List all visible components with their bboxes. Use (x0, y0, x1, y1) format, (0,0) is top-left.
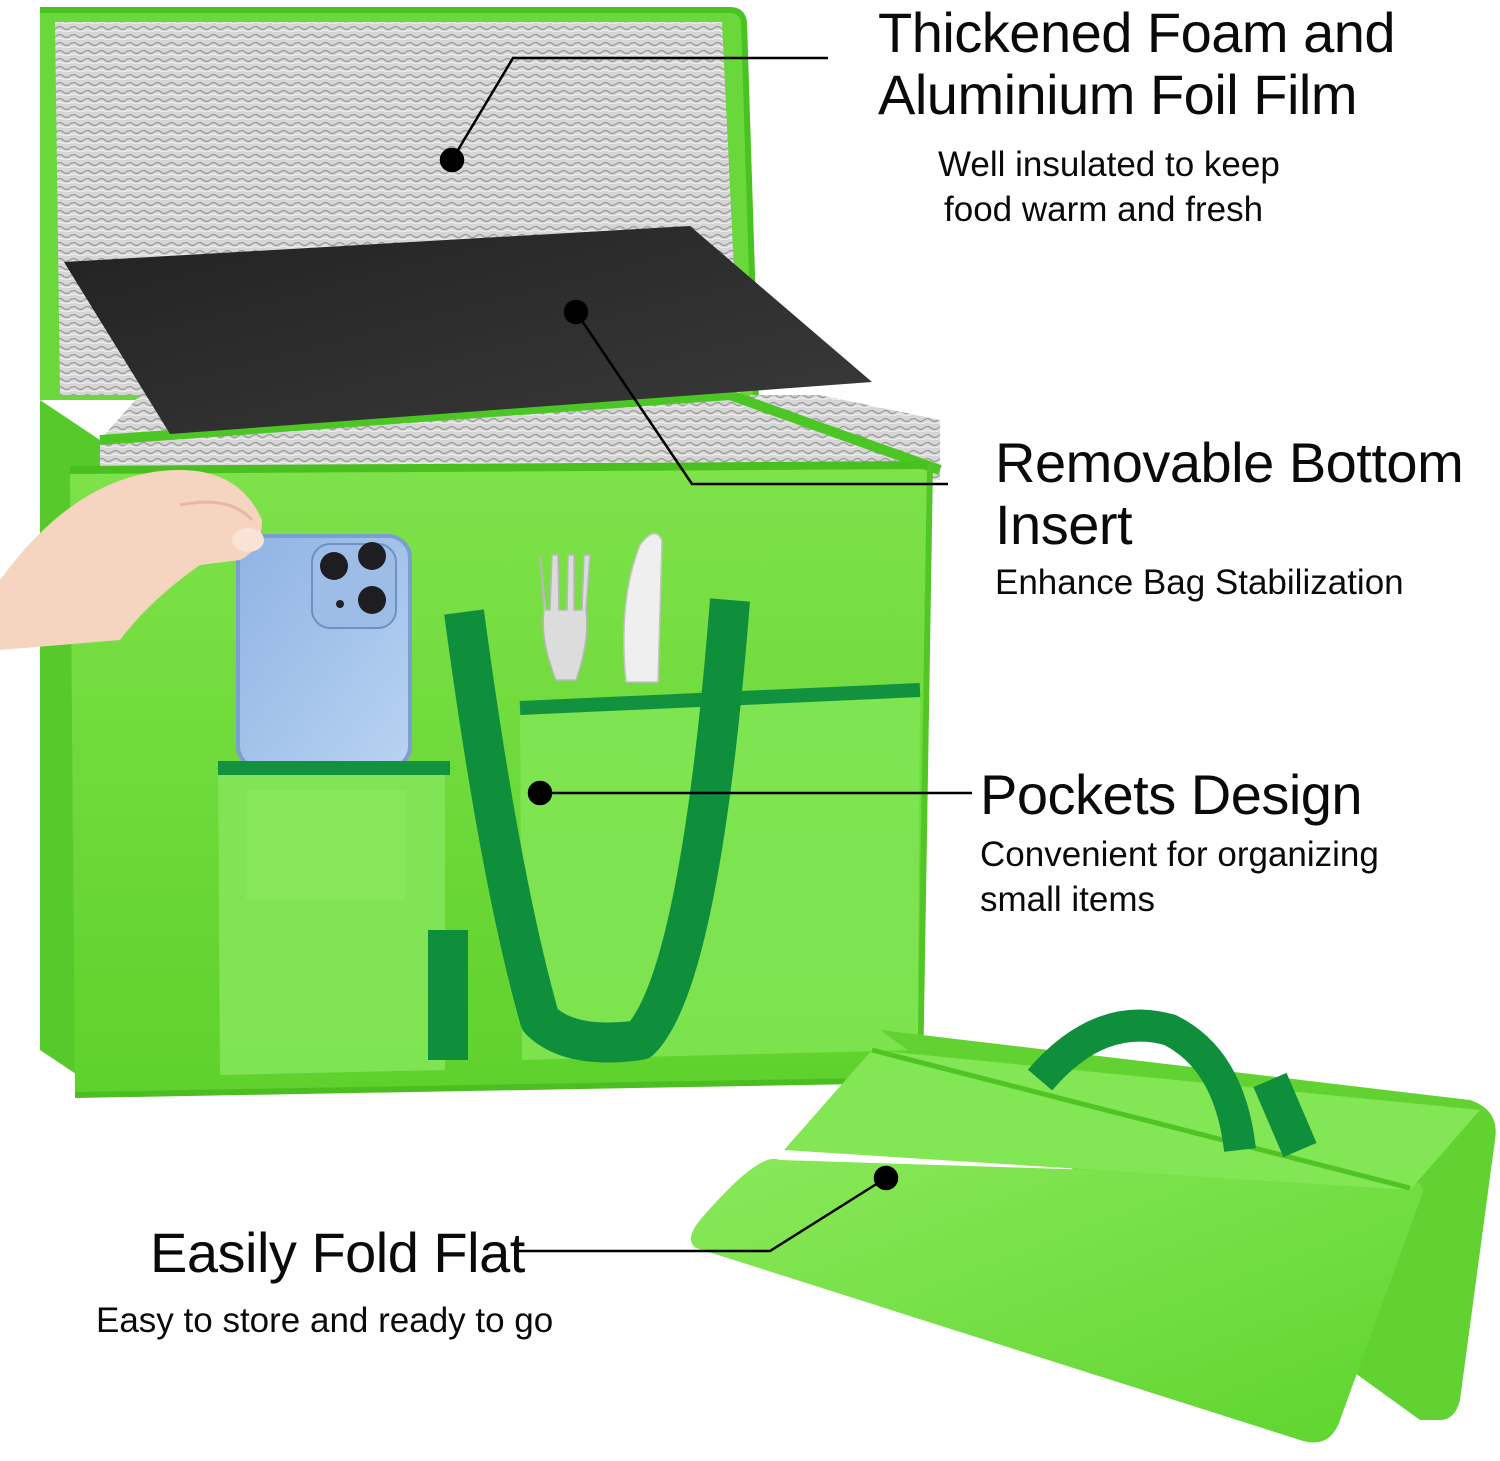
hand (0, 470, 264, 650)
smartphone (236, 534, 412, 770)
callout-bottom-insert: Removable Bottom Insert Enhance Bag Stab… (995, 431, 1464, 605)
handle-straps (428, 598, 750, 1063)
callout-subtitle: food warm and fresh (944, 190, 1264, 229)
callout-subtitle: Convenient for organizing (980, 835, 1379, 874)
bottom-insert-board (64, 226, 872, 434)
callout-subtitle: Enhance Bag Stabilization (995, 563, 1404, 602)
folded-bag (690, 1009, 1496, 1443)
callout-title: Easily Fold Flat (150, 1221, 525, 1284)
callout-title: Aluminium Foil Film (878, 63, 1358, 126)
callout-pockets: Pockets Design Convenient for organizing… (980, 764, 1379, 922)
cutlery (539, 532, 663, 683)
callout-title: Insert (995, 493, 1133, 556)
callout-title: Pockets Design (980, 763, 1363, 826)
callout-fold-flat: Easily Fold Flat Easy to store and ready… (96, 1222, 553, 1343)
callout-pointers (439, 56, 972, 1253)
callout-subtitle: small items (980, 880, 1156, 919)
callout-title: Removable Bottom (995, 431, 1464, 494)
callout-subtitle: Easy to store and ready to go (96, 1301, 554, 1340)
callout-subtitle: Well insulated to keep (938, 145, 1280, 184)
callout-title: Thickened Foam and (878, 1, 1396, 64)
callout-foam-foil: Thickened Foam and Aluminium Foil Film W… (878, 1, 1396, 232)
